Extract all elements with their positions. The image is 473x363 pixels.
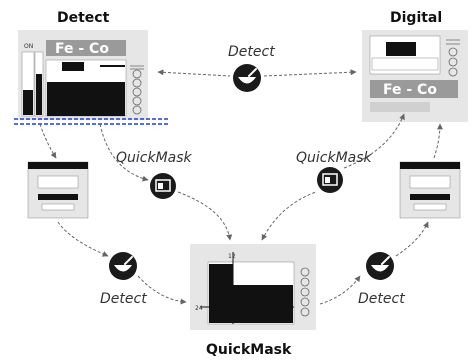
digital-metal-readout: Fe - Co: [383, 82, 437, 98]
digital-screen: Fe - Co: [362, 30, 468, 122]
title-detect: Detect: [57, 10, 110, 26]
transition-arrows: [39, 69, 443, 305]
detect-scale: [130, 65, 144, 115]
label-detect-top: Detect: [228, 44, 275, 60]
title-digital: Digital: [390, 10, 442, 26]
label-quickmask-left: QuickMask: [116, 150, 193, 166]
detect-metal-readout: Fe - Co: [55, 41, 109, 57]
quickmask-scale: [300, 267, 310, 317]
quickmask-icon-left: [150, 173, 176, 199]
digital-scale: [446, 39, 460, 77]
detect-icon-top: [233, 64, 261, 92]
quickmask-screen: 12 24: [190, 244, 316, 330]
left-dialog-screen: [27, 161, 89, 219]
label-detect-bottom-left: Detect: [100, 291, 147, 307]
quickmask-icon-right: [317, 167, 343, 193]
right-dialog-screen: [399, 161, 461, 219]
svg-text:ON: ON: [24, 43, 33, 50]
detect-icon-bottom-left: [109, 252, 137, 280]
title-quickmask: QuickMask: [206, 342, 292, 358]
detect-screen: ON Fe - Co: [18, 30, 148, 120]
label-quickmask-right: QuickMask: [296, 150, 373, 166]
label-detect-bottom-right: Detect: [358, 291, 405, 307]
quickmask-left-value: 24: [195, 305, 203, 312]
quickmask-top-value: 12: [228, 253, 236, 260]
detect-icon-bottom-right: [366, 252, 394, 280]
